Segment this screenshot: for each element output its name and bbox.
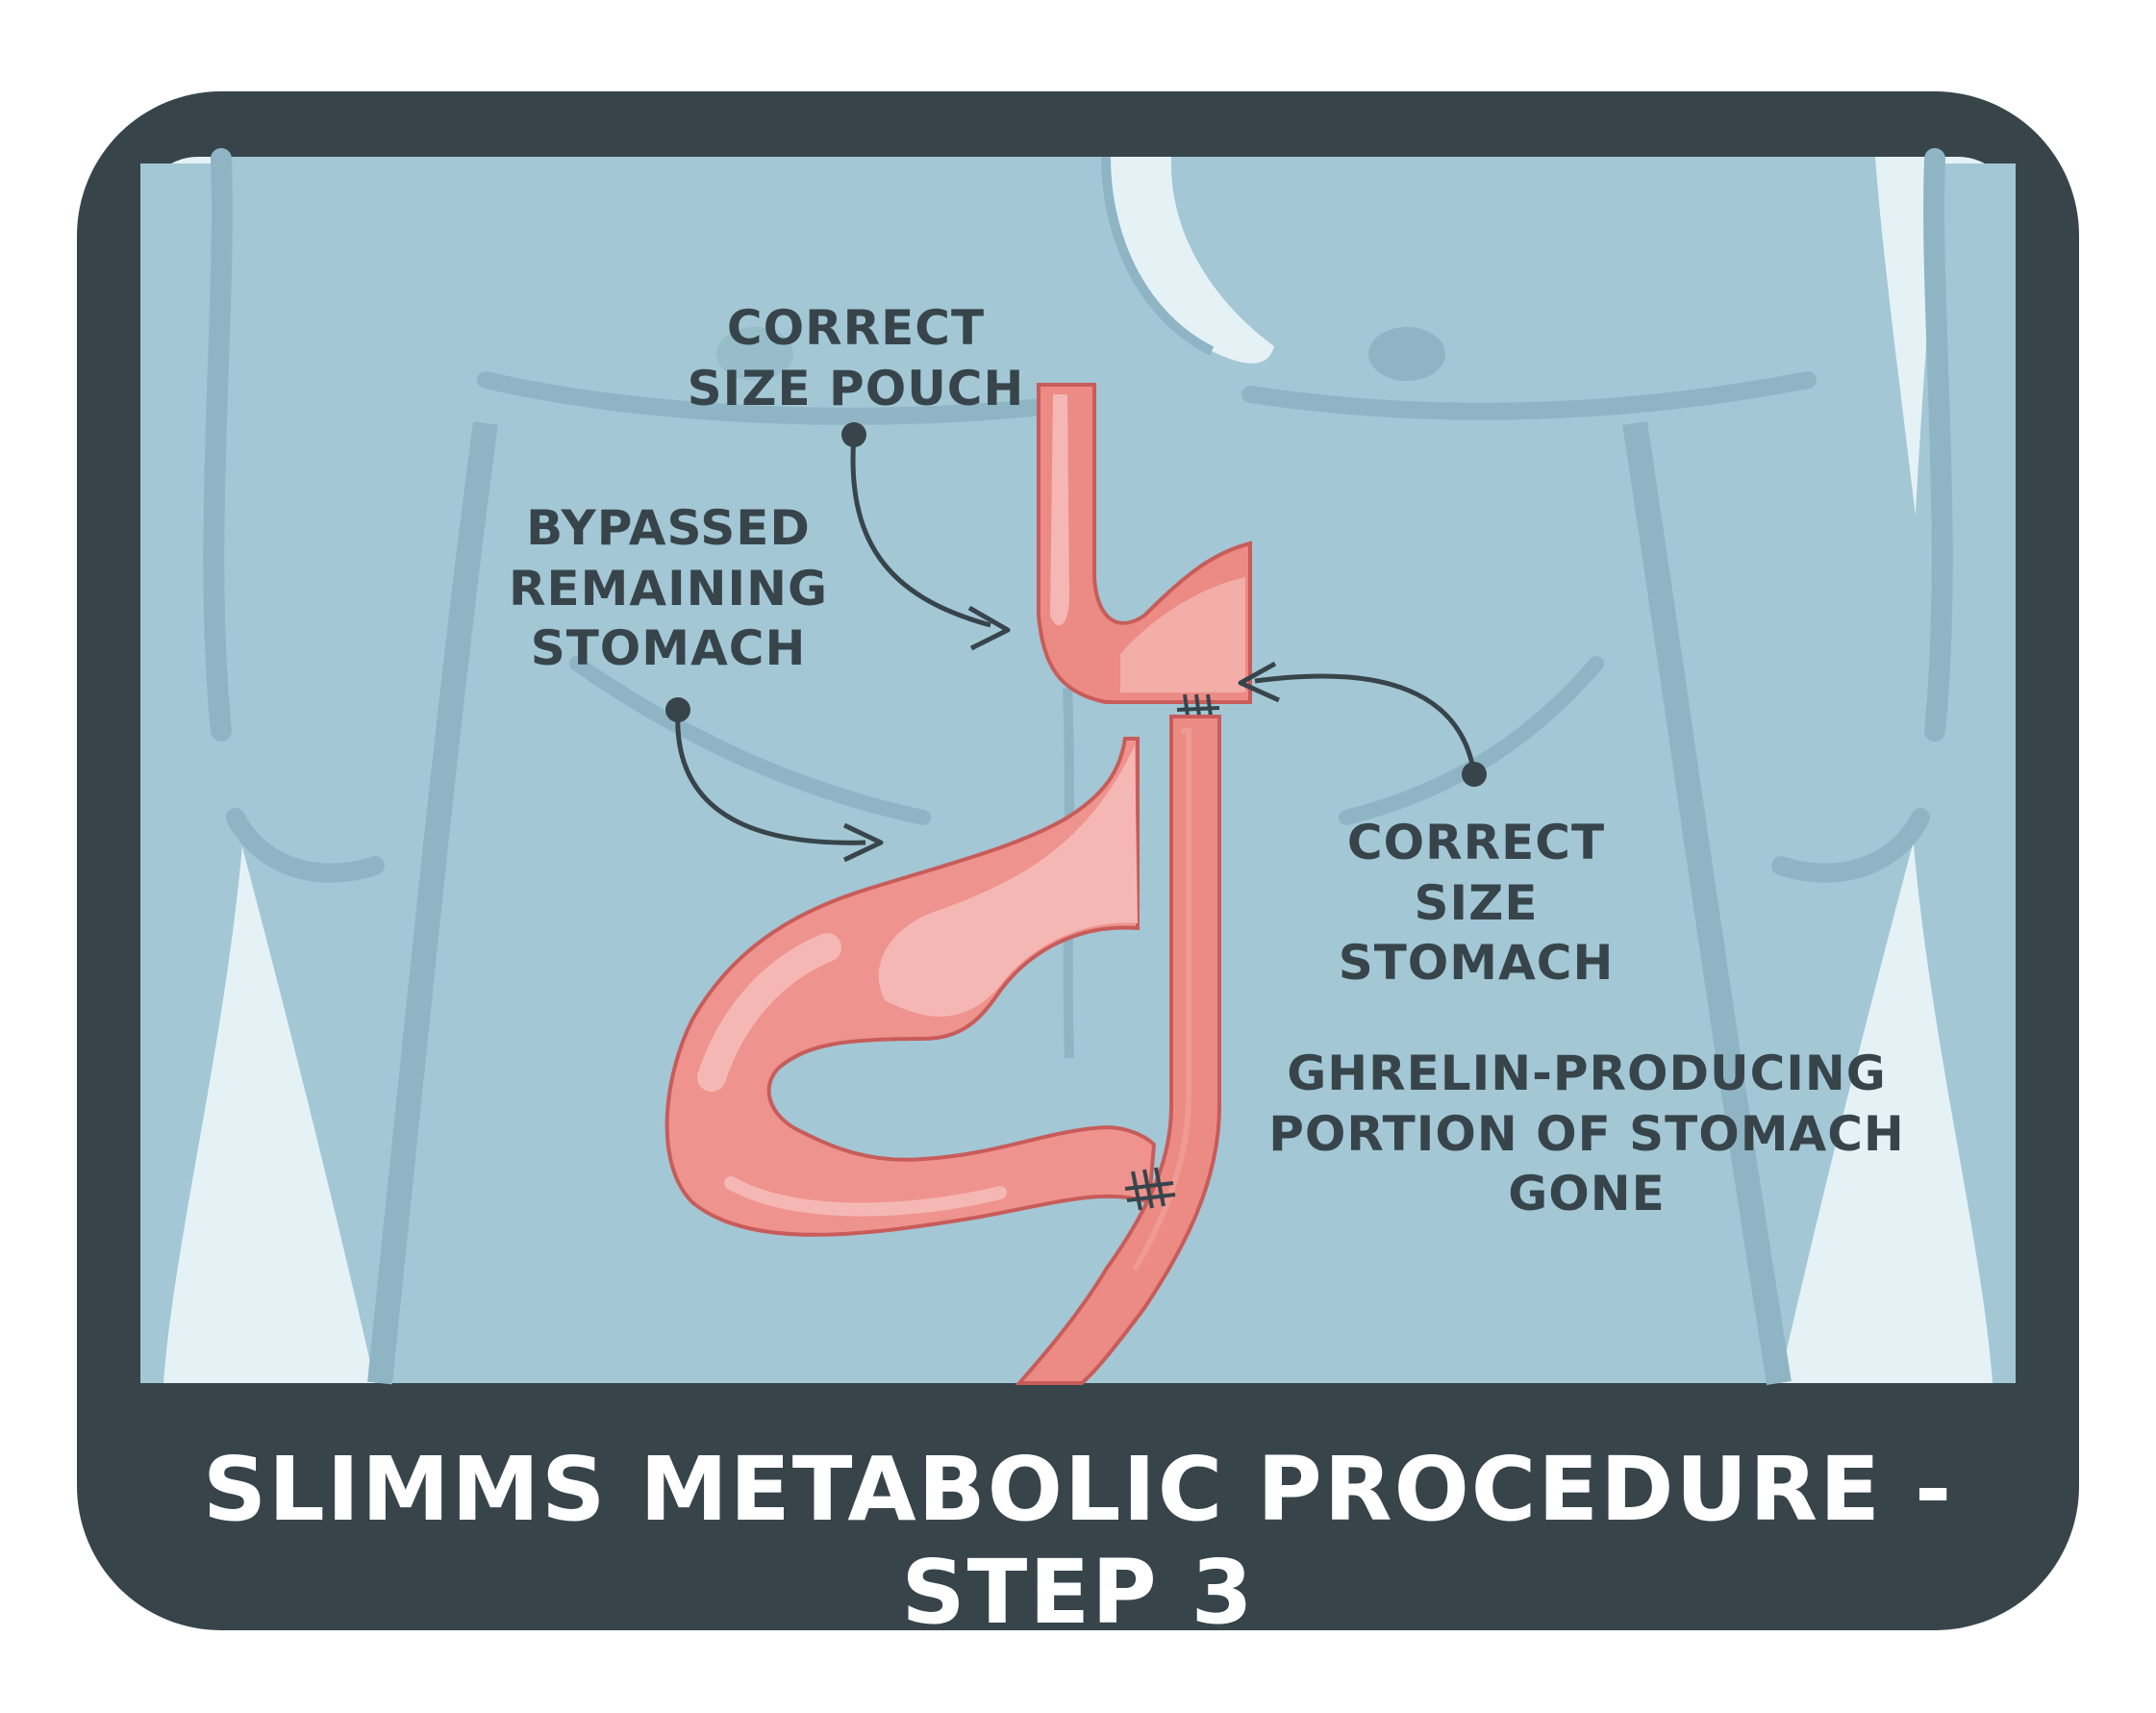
page-title: SLIMMS METABOLIC PROCEDURE - STEP 3 <box>202 1438 1954 1644</box>
pointer-stomach <box>1238 661 1477 775</box>
intestine-limb <box>1015 715 1221 1385</box>
nipple <box>1368 327 1445 381</box>
label-ghrelin-portion-gone: GHRELIN-PRODUCING PORTION OF STOMACH GON… <box>1268 1045 1905 1222</box>
label-correct-size-stomach: CORRECT SIZE STOMACH <box>1338 815 1615 991</box>
pointer-stomach-dot <box>1462 762 1487 787</box>
label-bypassed-remaining-stomach: BYPASSED REMAINING STOMACH <box>508 500 829 676</box>
sternum-notch <box>1106 157 1274 364</box>
pointer-bypassed-dot <box>665 697 690 722</box>
pointer-bypassed <box>675 709 884 863</box>
pointer-pouch-dot <box>841 422 866 447</box>
bypassed-stomach <box>664 737 1157 1237</box>
torso-silhouette <box>140 157 2016 1383</box>
pointer-pouch <box>850 434 1011 651</box>
esophagus-and-pouch <box>1037 383 1252 724</box>
label-correct-size-pouch: CORRECT SIZE POUCH <box>687 300 1025 416</box>
